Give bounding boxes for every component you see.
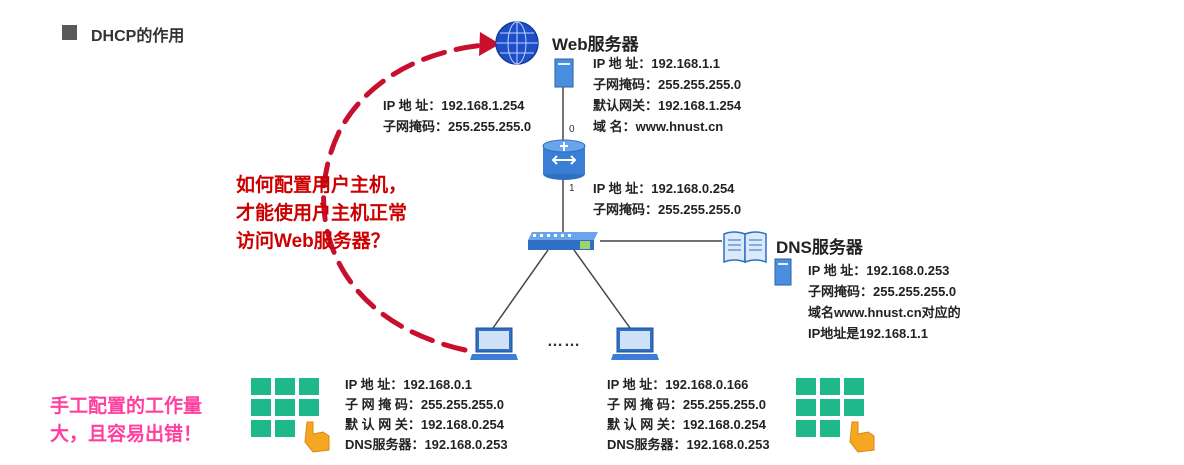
question-line-2: 才能使用户主机正常 [236,203,408,224]
router-port1-ip: IP 地 址：192.168.0.254 [593,181,735,196]
title-marker [62,25,77,40]
keypad-hand-icon [251,376,341,461]
dns-server-mask: 子网掩码：255.255.255.0 [808,284,957,299]
host2-gateway: 默 认 网 关：192.168.0.254 [607,417,766,432]
host1-mask: 子 网 掩 码：255.255.255.0 [345,397,504,412]
dns-server-record-ip: IP地址是192.168.1.1 [808,326,928,341]
dns-server-record: 域名www.hnust.cn对应的 [808,305,961,320]
switch-icon [528,232,598,257]
page-title: DHCP的作用 [91,28,185,45]
web-server-gateway: 默认网关：192.168.1.254 [593,98,742,113]
router-port0-mask: 子网掩码：255.255.255.0 [383,119,532,134]
host2-info: IP 地 址：192.168.0.166 子 网 掩 码：255.255.255… [607,376,770,453]
host1-dns: DNS服务器：192.168.0.253 [345,437,508,452]
host1-ip: IP 地 址：192.168.0.1 [345,377,472,392]
question-line-1: 如何配置用户主机， [236,175,408,196]
router-port1-mask: 子网掩码：255.255.255.0 [593,202,742,217]
manual-note: 手工配置的工作量 大，且容易出错！ [50,393,202,449]
router-port0-ip: IP 地 址：192.168.1.254 [383,98,525,113]
ellipsis: …… [547,333,581,350]
globe-icon [494,20,540,71]
host2-mask: 子 网 掩 码：255.255.255.0 [607,397,766,412]
laptop-icon [470,326,518,369]
dns-book-icon [722,230,768,269]
question-text: 如何配置用户主机， 才能使用户主机正常 访问Web服务器？ [236,172,407,256]
web-server-ip: IP 地 址：192.168.1.1 [593,56,720,71]
router-port1-label: 1 [569,183,575,194]
keypad-hand-icon [796,376,886,461]
web-server-domain: 域 名：www.hnust.cn [593,119,724,134]
manual-note-line-2: 大，且容易出错！ [50,424,203,445]
laptop-icon [611,326,659,369]
question-line-3: 访问Web服务器？ [236,231,390,252]
dns-server-name: DNS服务器 [776,238,863,257]
router-port0-info: IP 地 址：192.168.1.254 子网掩码：255.255.255.0 [383,97,531,135]
router-port1-info: IP 地 址：192.168.0.254 子网掩码：255.255.255.0 [593,180,741,218]
dns-server-info: IP 地 址：192.168.0.253 子网掩码：255.255.255.0 … [808,262,961,342]
manual-note-line-1: 手工配置的工作量 [50,396,203,417]
dns-server-ip: IP 地 址：192.168.0.253 [808,263,950,278]
web-server-mask: 子网掩码：255.255.255.0 [593,77,742,92]
host2-dns: DNS服务器：192.168.0.253 [607,437,770,452]
server-icon [554,58,574,93]
host2-ip: IP 地 址：192.168.0.166 [607,377,749,392]
host1-info: IP 地 址：192.168.0.1 子 网 掩 码：255.255.255.0… [345,376,508,453]
host1-gateway: 默 认 网 关：192.168.0.254 [345,417,504,432]
web-server-info: IP 地 址：192.168.1.1 子网掩码：255.255.255.0 默认… [593,55,741,135]
router-icon [541,138,587,187]
dns-server-icon [774,258,792,291]
router-port0-label: 0 [569,124,575,135]
web-server-name: Web服务器 [552,35,639,54]
